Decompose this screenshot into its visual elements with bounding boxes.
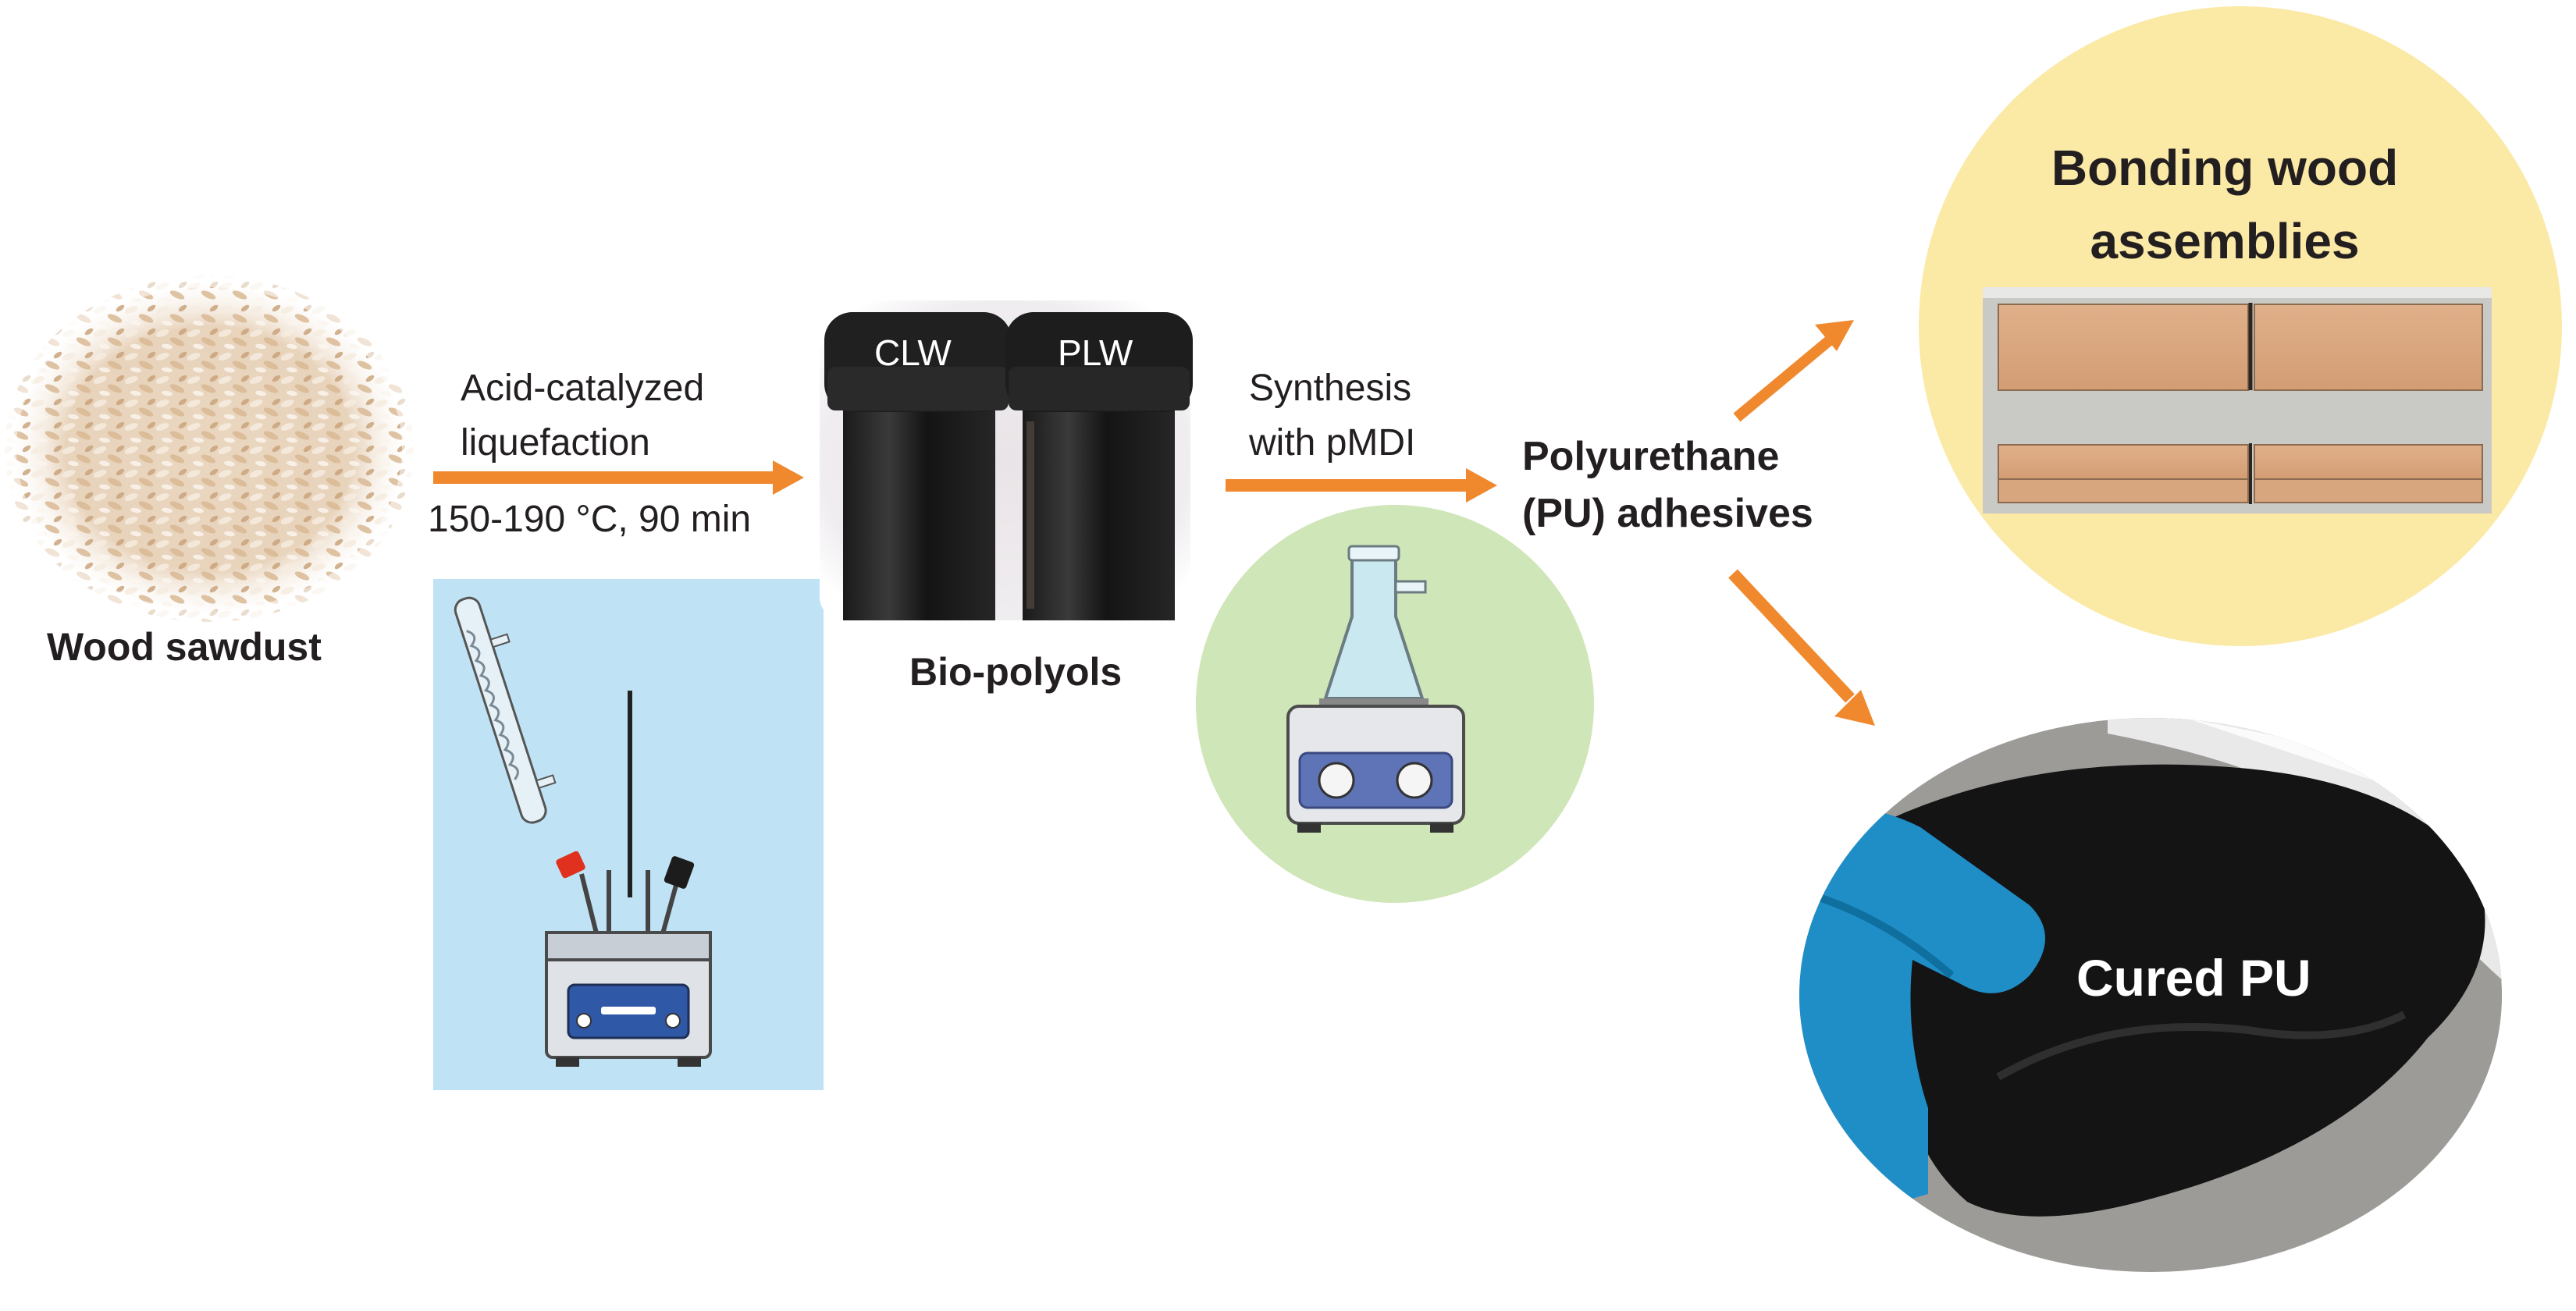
biopolyols-label: Bio-polyols <box>909 650 1123 694</box>
arrow-liquefaction <box>433 460 804 495</box>
synthesis-label-line2: with pMDI <box>1249 422 1416 464</box>
cured-pu-label: Cured PU <box>2076 949 2311 1007</box>
bonding-label-line2: assemblies <box>2090 213 2360 269</box>
arrow-to-bonding <box>1733 320 1854 422</box>
vial-label-plw: PLW <box>1058 332 1133 373</box>
cured-pu-photo <box>1799 718 2502 1272</box>
biopolyols-photo <box>820 300 1193 620</box>
liquefaction-label-line1: Acid-catalyzed <box>461 368 705 409</box>
sawdust-label: Wood sawdust <box>47 625 322 669</box>
synthesis-illustration <box>1196 505 1594 903</box>
liquefaction-label-line2: liquefaction <box>461 422 650 464</box>
reactor-panel <box>433 579 824 1090</box>
arrow-to-cured <box>1728 569 1875 726</box>
pu-adhesives-label-line1: Polyurethane <box>1522 434 1780 479</box>
pu-adhesives-label-line2: (PU) adhesives <box>1522 491 1813 536</box>
bonding-label-line1: Bonding wood <box>2051 140 2399 196</box>
arrow-synthesis <box>1226 468 1497 503</box>
synthesis-label-line1: Synthesis <box>1249 368 1412 409</box>
liquefaction-conditions: 150-190 °C, 90 min <box>428 499 752 540</box>
sawdust-photo <box>0 264 425 634</box>
vial-label-clw: CLW <box>874 332 952 373</box>
bonding-illustration <box>1919 6 2562 646</box>
